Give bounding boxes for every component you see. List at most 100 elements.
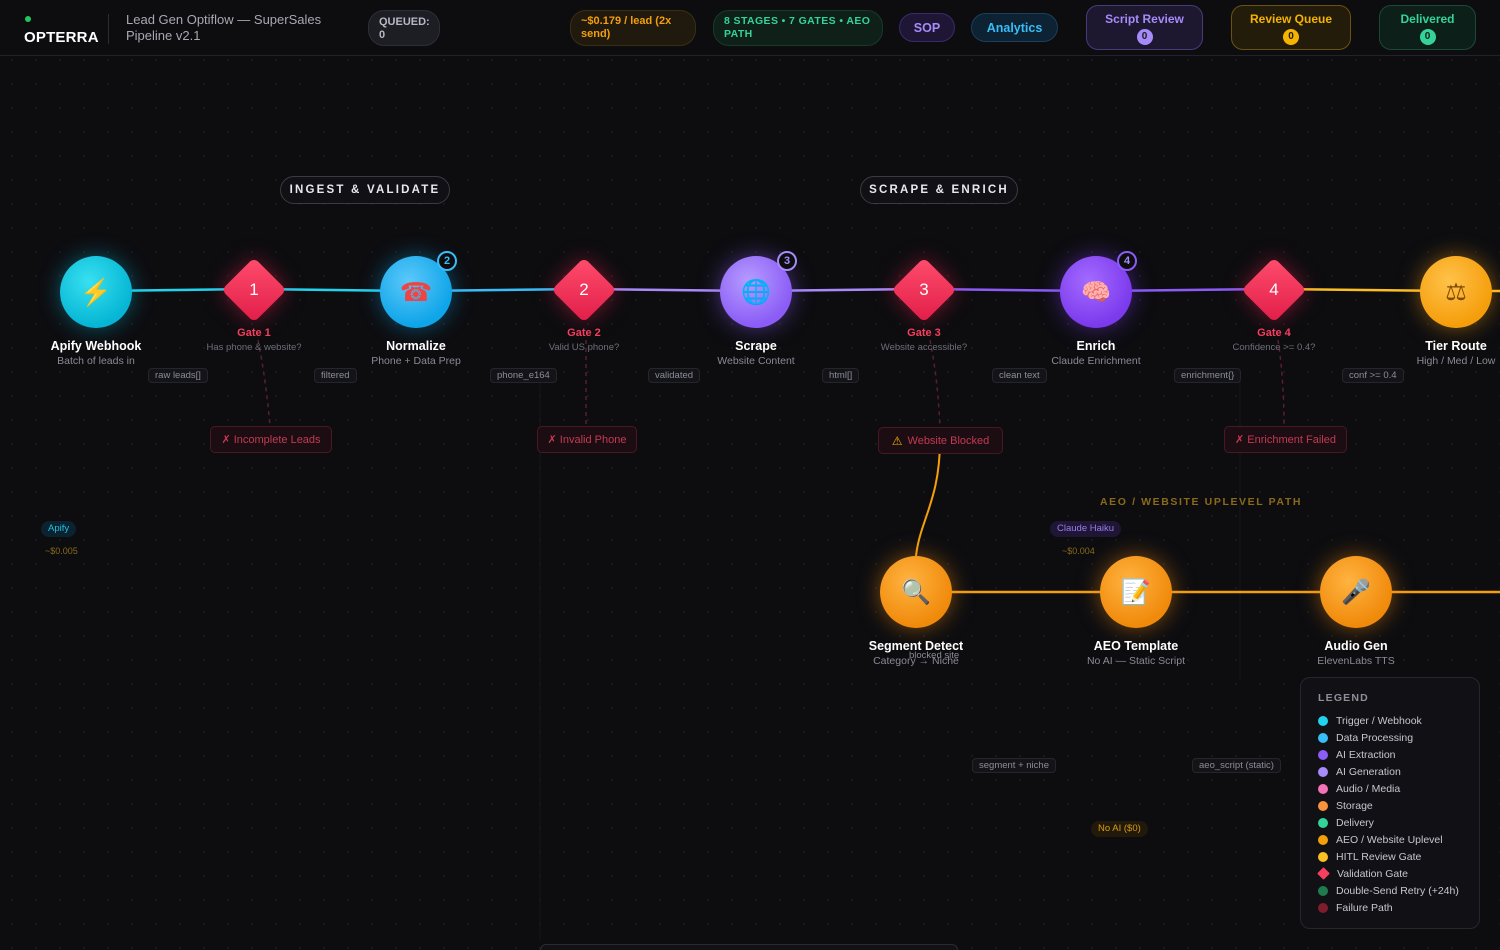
tier-route-sub: High / Med / Low bbox=[1416, 355, 1496, 367]
legend-item-label: Validation Gate bbox=[1337, 867, 1409, 880]
claude-haiku-tag: Claude Haiku bbox=[1050, 521, 1122, 537]
edge-label-filtered: filtered bbox=[314, 368, 357, 383]
edge-blocked-segment bbox=[915, 439, 941, 557]
apify-cost: ~$0.005 bbox=[45, 546, 78, 556]
failure-website-blocked-label: Website Blocked bbox=[907, 434, 990, 447]
apify-service-tag: Apify bbox=[41, 521, 77, 537]
edge-label-conf: conf >= 0.4 bbox=[1342, 368, 1404, 383]
queued-badge: QUEUED: 0 bbox=[368, 10, 440, 46]
legend-dot-icon bbox=[1318, 783, 1328, 794]
failure-invalid-phone[interactable]: ✗ Invalid Phone bbox=[537, 426, 637, 453]
legend-item-label: Delivery bbox=[1336, 816, 1374, 829]
legend-dot-icon bbox=[1318, 800, 1328, 811]
normalize-sub: Phone + Data Prep bbox=[371, 355, 461, 367]
gate-3-number: 3 bbox=[919, 280, 929, 299]
failure-incomplete-leads[interactable]: ✗ Incomplete Leads bbox=[210, 426, 332, 453]
sop-button[interactable]: SOP bbox=[899, 13, 955, 42]
section-aeo-path: AEO / WEBSITE UPLEVEL PATH bbox=[1100, 496, 1303, 508]
status-dot bbox=[25, 16, 31, 22]
segment-detect-node[interactable]: 🔍 bbox=[880, 556, 952, 628]
apify-webhook-label: Apify Webhook bbox=[50, 339, 142, 353]
legend-item-label: Storage bbox=[1336, 799, 1373, 812]
edge-label-raw-leads: raw leads[] bbox=[148, 368, 208, 383]
legend-item: Data Processing bbox=[1318, 729, 1462, 746]
legend-item-label: Trigger / Webhook bbox=[1336, 714, 1422, 727]
gate-4-label: Gate 4 bbox=[1257, 327, 1291, 339]
legend-item-label: Data Processing bbox=[1336, 731, 1414, 744]
delivered-label: Delivered bbox=[1400, 12, 1455, 26]
scales-icon: ⚖ bbox=[1445, 278, 1467, 306]
telephone-icon: ☎ bbox=[399, 276, 433, 307]
scrape-sub: Website Content bbox=[717, 355, 795, 367]
legend-dot-icon bbox=[1318, 885, 1328, 896]
legend-item: AI Generation bbox=[1318, 763, 1462, 780]
delivered-count: 0 bbox=[1419, 29, 1436, 45]
warning-icon: ⚠ bbox=[891, 433, 903, 448]
gate-4-number: 4 bbox=[1269, 280, 1279, 299]
enrich-sub: Claude Enrichment bbox=[1051, 355, 1141, 367]
enrich-label: Enrich bbox=[1076, 339, 1116, 353]
legend-item-label: Failure Path bbox=[1336, 901, 1393, 914]
review-queue-count: 0 bbox=[1283, 29, 1299, 45]
tier-route-label: Tier Route bbox=[1425, 339, 1487, 353]
normalize-label: Normalize bbox=[386, 339, 446, 353]
legend-dot-icon bbox=[1318, 902, 1328, 913]
review-queue-label: Review Queue bbox=[1249, 12, 1333, 26]
delivered-button[interactable]: Delivered 0 bbox=[1379, 5, 1476, 50]
magnifier-icon: 🔍 bbox=[901, 578, 931, 606]
apify-webhook-node[interactable]: ⚡ bbox=[60, 256, 132, 328]
edge-gate3-fail bbox=[929, 339, 941, 429]
header-divider bbox=[108, 14, 109, 44]
scrape-step-badge: 3 bbox=[777, 251, 797, 271]
edge-label-blocked-site: blocked site bbox=[909, 650, 960, 661]
legend-item: Validation Gate bbox=[1317, 865, 1462, 882]
legend-item-label: Double-Send Retry (+24h) bbox=[1336, 884, 1459, 897]
gate-3-sub: Website accessible? bbox=[880, 342, 968, 353]
review-queue-button[interactable]: Review Queue 0 bbox=[1231, 5, 1351, 50]
normalize-step-badge: 2 bbox=[437, 251, 457, 271]
legend-dot-icon bbox=[1318, 817, 1328, 828]
script-review-count: 0 bbox=[1136, 29, 1153, 45]
aeo-template-node[interactable]: 📝 bbox=[1100, 556, 1172, 628]
gate-4-sub: Confidence >= 0.4? bbox=[1232, 342, 1316, 353]
script-review-button[interactable]: Script Review 0 bbox=[1086, 5, 1203, 50]
haiku-cost: ~$0.004 bbox=[1062, 546, 1095, 556]
legend-item: Storage bbox=[1318, 797, 1462, 814]
bottom-panel-edge[interactable] bbox=[540, 944, 958, 950]
microphone-icon: 🎤 bbox=[1341, 578, 1371, 606]
legend-item: Audio / Media bbox=[1318, 780, 1462, 797]
legend-item: Trigger / Webhook bbox=[1318, 712, 1462, 729]
gate-1-sub: Has phone & website? bbox=[206, 342, 302, 353]
failure-website-blocked[interactable]: ⚠ Website Blocked bbox=[878, 427, 1003, 454]
edge-label-segment-niche: segment + niche bbox=[972, 758, 1056, 773]
gate-2-label: Gate 2 bbox=[567, 327, 601, 339]
section-scrape-enrich: SCRAPE & ENRICH bbox=[860, 176, 1018, 204]
failure-enrichment-failed[interactable]: ✗ Enrichment Failed bbox=[1224, 426, 1347, 453]
audio-gen-node[interactable]: 🎤 bbox=[1320, 556, 1392, 628]
legend-dot-icon bbox=[1318, 851, 1328, 862]
legend-item-label: AI Generation bbox=[1336, 765, 1401, 778]
legend-title: LEGEND bbox=[1318, 692, 1369, 704]
legend-dot-icon bbox=[1318, 732, 1328, 743]
aeo-template-label: AEO Template bbox=[1093, 639, 1179, 653]
legend-item: AEO / Website Uplevel bbox=[1318, 831, 1462, 848]
legend-item: Double-Send Retry (+24h) bbox=[1318, 882, 1462, 899]
legend-item: AI Extraction bbox=[1318, 746, 1462, 763]
legend-diamond-icon bbox=[1317, 867, 1330, 880]
lightning-icon: ⚡ bbox=[79, 276, 113, 307]
apify-webhook-sub: Batch of leads in bbox=[57, 355, 135, 367]
legend-item-label: HITL Review Gate bbox=[1336, 850, 1422, 863]
gate-1-label: Gate 1 bbox=[237, 327, 271, 339]
gate-3-label: Gate 3 bbox=[907, 327, 941, 339]
legend-dot-icon bbox=[1318, 749, 1328, 760]
edge-label-phone-e164: phone_e164 bbox=[490, 368, 557, 383]
analytics-button[interactable]: Analytics bbox=[971, 13, 1058, 42]
top-header: OPTERRA Lead Gen Optiflow — SuperSales P… bbox=[0, 0, 1500, 56]
cost-badge: ~$0.179 / lead (2x send) bbox=[570, 10, 696, 46]
audio-gen-sub: ElevenLabs TTS bbox=[1317, 655, 1395, 667]
app-title: Lead Gen Optiflow — SuperSales Pipeline … bbox=[126, 12, 322, 43]
tier-route-node[interactable]: ⚖ bbox=[1420, 256, 1492, 328]
